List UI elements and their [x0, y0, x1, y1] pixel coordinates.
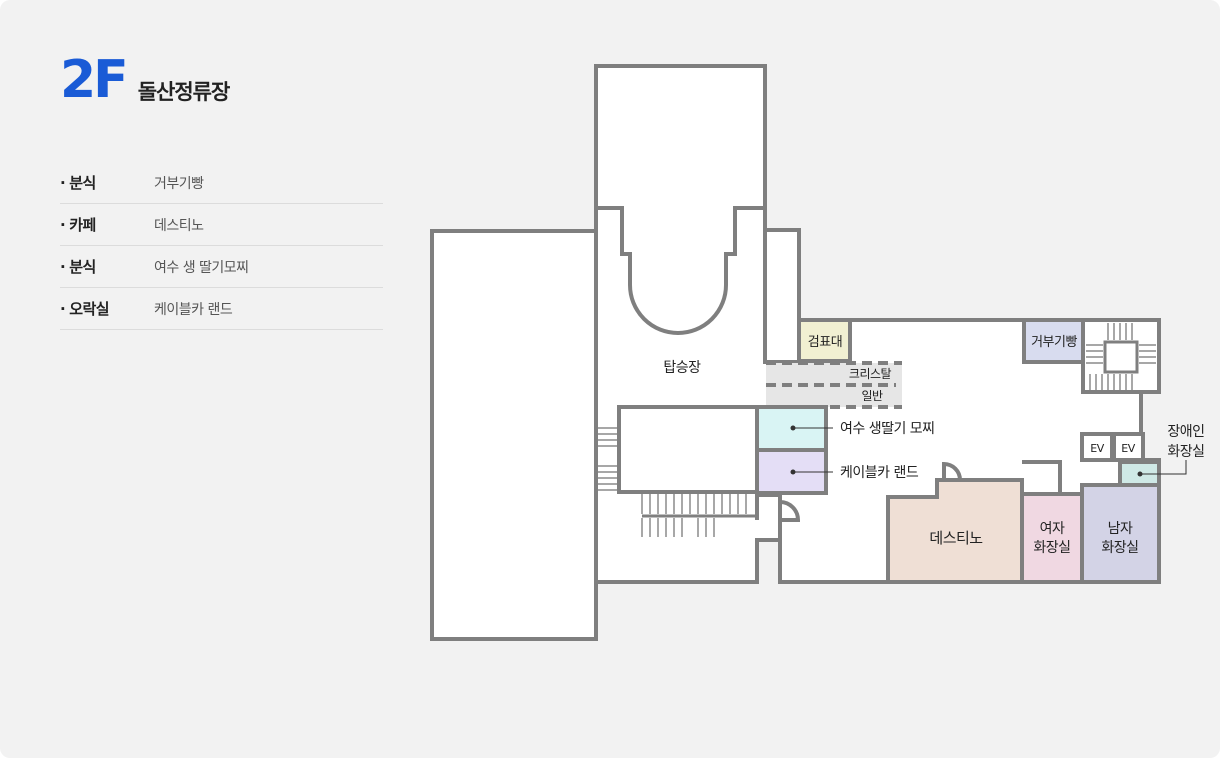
stairs-left [598, 427, 617, 491]
label-ev-1: EV [1090, 442, 1104, 455]
label-women-2: 화장실 [1033, 540, 1070, 556]
elevator-2 [1112, 432, 1145, 462]
facility-name: 데스티노 [154, 217, 204, 234]
facility-category: 분식 [69, 174, 96, 192]
stairs-right [1086, 323, 1156, 390]
facility-category: 카페 [69, 216, 96, 234]
shop-geobugi [1022, 318, 1085, 364]
facility-item: ·분식 여수 생 딸기모찌 [60, 246, 383, 288]
label-boarding-area: 탑승장 [663, 360, 701, 376]
facility-category: 분식 [69, 258, 96, 276]
label-destino: 데스티노 [929, 529, 983, 547]
label-women-1: 여자 [1040, 521, 1065, 537]
facility-name: 여수 생 딸기모찌 [154, 259, 249, 276]
label-accessible-2: 화장실 [1167, 444, 1204, 460]
facility-category: 오락실 [69, 300, 110, 318]
facility-name: 케이블카 랜드 [154, 301, 233, 318]
label-arcade: 케이블카 랜드 [840, 465, 919, 481]
bullet: · [60, 300, 66, 318]
floor-number: 2F [60, 50, 129, 110]
facility-item: ·카페 데스티노 [60, 204, 383, 246]
label-men-2: 화장실 [1101, 540, 1138, 556]
restroom-men [1080, 483, 1161, 584]
lane-end [896, 366, 902, 404]
restroom-women [1020, 492, 1084, 584]
label-lane-general: 일반 [861, 389, 883, 403]
stairs-bottom [641, 494, 747, 537]
label-ticket-booth: 검표대 [808, 335, 842, 350]
label-ev-2: EV [1121, 442, 1135, 455]
facility-item: ·오락실 케이블카 랜드 [60, 288, 383, 330]
label-geobugi: 거부기빵 [1031, 335, 1077, 350]
label-lane-crystal: 크리스탈 [849, 367, 892, 381]
facility-name: 거부기빵 [154, 175, 204, 192]
label-accessible-1: 장애인 [1167, 424, 1204, 440]
bullet: · [60, 174, 66, 192]
wall-segment [1022, 460, 1062, 494]
bullet: · [60, 258, 66, 276]
floor-heading: 2F 돌산정류장 [60, 50, 231, 110]
bullet: · [60, 216, 66, 234]
facility-list: ·분식 거부기빵 ·카페 데스티노 ·분식 여수 생 딸기모찌 ·오락실 케이블… [60, 162, 383, 330]
floor-name: 돌산정류장 [137, 80, 231, 104]
label-men-1: 남자 [1108, 521, 1133, 537]
left-wing [430, 229, 598, 641]
ticket-booth [797, 318, 852, 363]
leaders [790, 425, 1187, 477]
facility-item: ·분식 거부기빵 [60, 162, 383, 204]
label-mochi: 여수 생딸기 모찌 [840, 421, 935, 437]
